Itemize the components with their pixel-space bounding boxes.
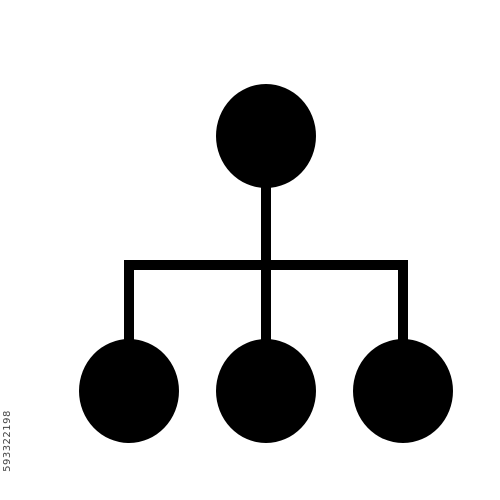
- stock-id-label: 593322198: [2, 410, 13, 472]
- child-node-left: [79, 339, 179, 443]
- child-node-right: [353, 339, 453, 443]
- root-node: [216, 84, 316, 188]
- connector-lines: [124, 180, 408, 340]
- child-node-middle: [216, 339, 316, 443]
